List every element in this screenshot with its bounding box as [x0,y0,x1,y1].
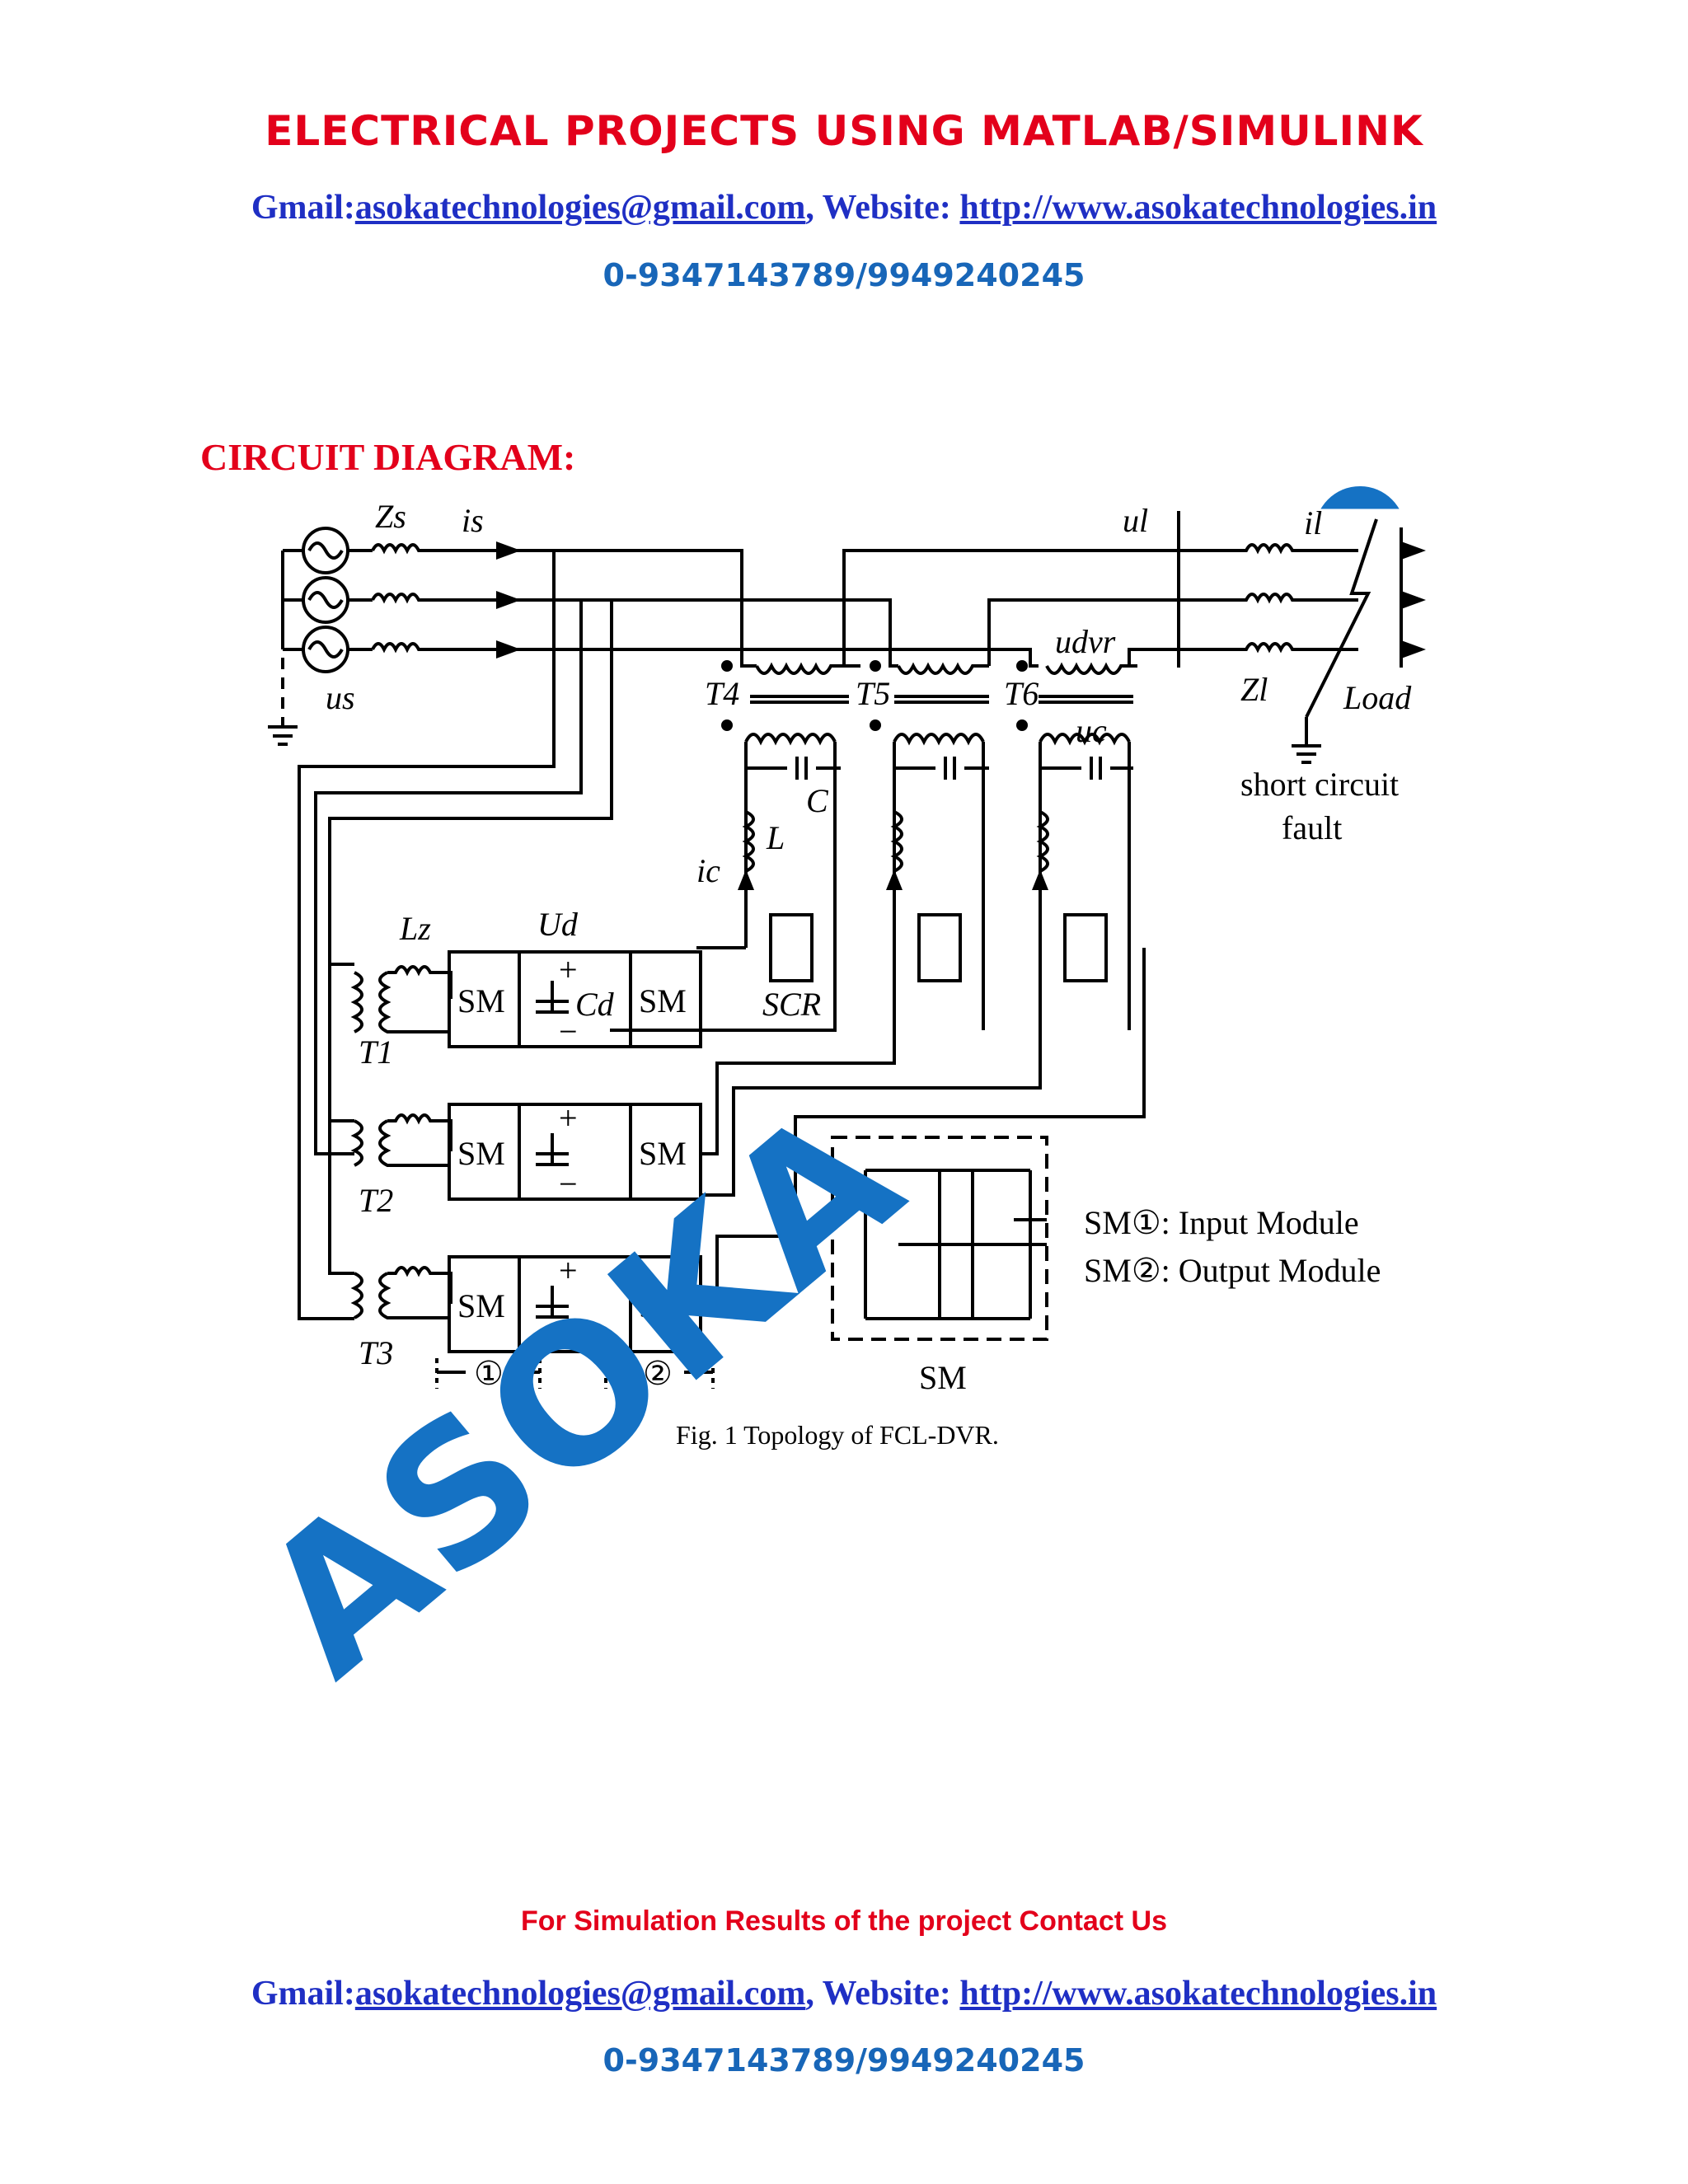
website-link[interactable]: http://www.asokatechnologies.in [959,189,1437,227]
page-title: ELECTRICAL PROJECTS USING MATLAB/SIMULIN… [265,107,1423,155]
footer-gmail-link[interactable]: asokatechnologies@gmail.com [354,1975,806,2013]
marker-two: ② [643,1355,673,1392]
fault-bolt [1305,518,1378,718]
label-t6: T6 [1004,675,1039,712]
feed-wires [298,551,1146,1320]
footer-gmail-label: Gmail: [251,1975,355,2013]
footer-note: For Simulation Results of the project Co… [521,1905,1167,1937]
dvr-legs [610,742,1133,1032]
series-transformers [744,662,1137,746]
sm-2a: SM [639,982,687,1019]
label-lz: Lz [399,910,431,947]
label-ic: ic [696,852,720,889]
gmail-link[interactable]: asokatechnologies@gmail.com [354,189,806,227]
label-l: L [766,819,785,856]
header-phone: 0-9347143789/9949240245 [603,257,1085,293]
figure-caption: Fig. 1 Topology of FCL-DVR. [676,1420,999,1450]
label-t5: T5 [856,675,890,712]
label-c: C [806,782,829,819]
input-transformers [350,965,452,1319]
sm-2b: SM [639,1135,687,1172]
sm-2c: SM [639,1287,687,1324]
label-scr: SCR [762,986,821,1023]
minus-2: − [559,1165,578,1202]
label-zl: Zl [1240,671,1268,708]
gmail-label: Gmail: [251,189,355,227]
label-uc: uc [1076,712,1107,749]
label-t2: T2 [359,1182,393,1219]
label-short1: short circuit [1240,766,1399,803]
dimension-markers [435,1358,715,1389]
label-us: us [326,679,355,716]
website-label: , Website: [805,189,960,227]
sm-schematic-label: SM [919,1359,967,1396]
label-zs: Zs [375,498,406,535]
plus-2: + [559,1099,578,1137]
plus-1: + [559,951,578,988]
footer-phone: 0-9347143789/9949240245 [603,2042,1085,2079]
sm-1b: SM [457,1135,505,1172]
label-il: il [1304,504,1322,541]
label-t3: T3 [359,1334,393,1371]
section-heading: CIRCUIT DIAGRAM: [200,436,576,478]
label-short2: fault [1282,809,1342,846]
phase-lines [348,511,1403,668]
legend-output-module: SM②: Output Module [1084,1252,1381,1289]
label-ud: Ud [537,906,579,943]
plus-3: + [559,1252,578,1289]
header-contact-line: Gmail:asokatechnologies@gmail.com, Websi… [0,188,1688,227]
minus-1: − [559,1013,578,1050]
sm-1a: SM [457,982,505,1019]
marker-one: ① [474,1355,504,1392]
label-load: Load [1343,679,1412,716]
arrows [496,541,1426,658]
sm-1c: SM [457,1287,505,1324]
sm-modules [448,950,702,1353]
label-t4: T4 [705,675,739,712]
label-is: is [462,502,484,539]
label-ul: ul [1123,502,1148,539]
minus-3: − [559,1318,578,1355]
label-cd: Cd [575,986,615,1023]
sm-schematic [831,1136,1048,1341]
legend-input-module: SM①: Input Module [1084,1204,1359,1241]
label-t1: T1 [359,1033,393,1071]
footer-website-link[interactable]: http://www.asokatechnologies.in [959,1975,1437,2013]
footer-contact-line: Gmail:asokatechnologies@gmail.com, Websi… [0,1974,1688,2013]
label-udvr: udvr [1055,623,1116,660]
footer-website-label: , Website: [805,1975,960,2013]
polarity-dots [721,660,1028,731]
